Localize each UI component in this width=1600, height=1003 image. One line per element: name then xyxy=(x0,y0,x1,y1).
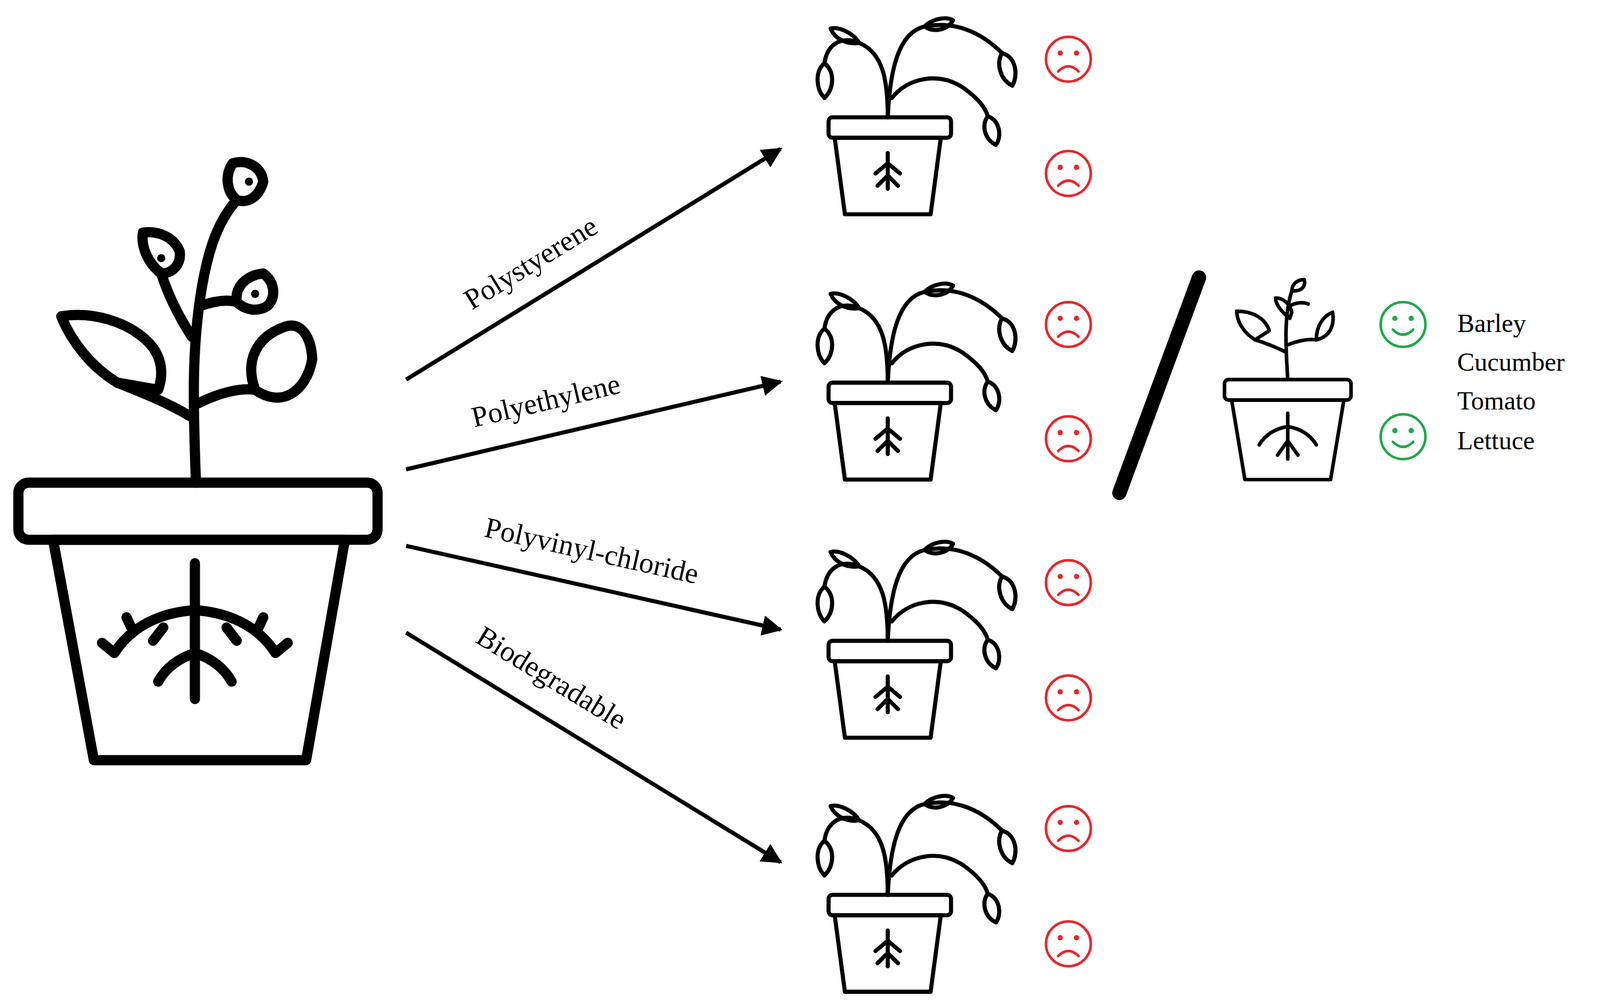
crop-name: Tomato xyxy=(1457,386,1536,416)
arrow-label: Biodegradable xyxy=(470,620,633,737)
crop-name: Barley xyxy=(1457,309,1527,338)
arrow-label: Polyethylene xyxy=(468,368,624,434)
arrow-label: Polyvinyl-chloride xyxy=(481,511,702,591)
crop-name: Lettuce xyxy=(1457,426,1535,455)
arrow-label: Polystyerene xyxy=(458,210,603,317)
crop-name: Cucumber xyxy=(1457,347,1566,377)
